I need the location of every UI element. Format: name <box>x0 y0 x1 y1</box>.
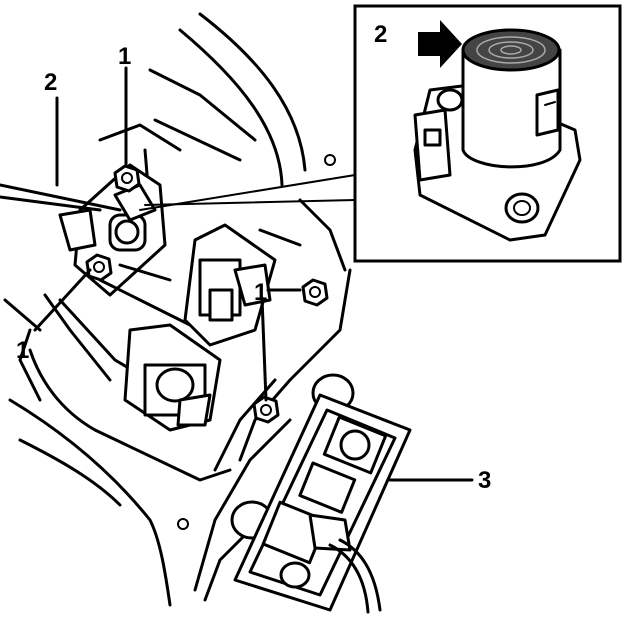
nut-top <box>113 164 141 193</box>
lamp-housing <box>230 373 412 614</box>
nut-left <box>85 253 113 282</box>
callout-1-left: 1 <box>16 337 29 364</box>
leader-lines <box>0 66 474 482</box>
callout-1-center: 1 <box>254 279 267 306</box>
fastening-nuts <box>85 164 329 424</box>
nut-right <box>301 278 329 307</box>
lamp-socket-lower <box>123 323 222 432</box>
lamp-socket-upper <box>183 223 277 347</box>
callout-2-left: 2 <box>44 69 57 96</box>
arrow-right-icon <box>418 20 462 68</box>
nut-center <box>252 395 280 424</box>
callout-1-top: 1 <box>118 43 131 70</box>
detail-inset <box>353 4 622 263</box>
callout-2-inset: 2 <box>374 21 387 48</box>
callout-3: 3 <box>478 467 491 494</box>
